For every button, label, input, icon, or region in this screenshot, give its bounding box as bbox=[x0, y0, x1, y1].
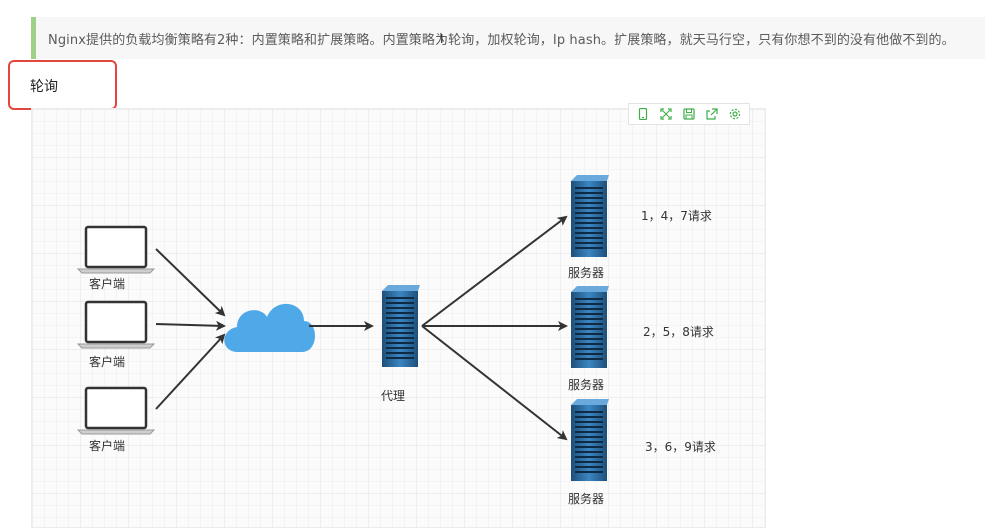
diagram-canvas bbox=[31, 108, 766, 528]
server-label-2: 服务器 bbox=[568, 378, 605, 392]
client-laptop-icon-1 bbox=[76, 225, 156, 274]
heading-highlight-box bbox=[8, 60, 117, 110]
server-icon-2 bbox=[571, 286, 609, 368]
client-laptop-icon-2 bbox=[76, 300, 156, 349]
arrow-client1-to-cloud bbox=[155, 248, 226, 317]
fullscreen-button[interactable] bbox=[658, 106, 674, 122]
strategy-quote-block: Nginx提供的负载均衡策略有2种：内置策略和扩展策略。内置策略为轮询，加权轮询… bbox=[31, 17, 985, 59]
export-button[interactable] bbox=[704, 106, 720, 122]
round-robin-diagram bbox=[32, 109, 765, 527]
client-label-2: 客户端 bbox=[89, 355, 126, 369]
client-label-1: 客户端 bbox=[89, 277, 126, 291]
server-icon-3 bbox=[571, 399, 609, 481]
server-requests-label-1: 1，4，7请求 bbox=[641, 209, 712, 223]
mobile-view-button[interactable] bbox=[635, 106, 651, 122]
client-label-3: 客户端 bbox=[89, 439, 126, 453]
server-requests-label-3: 3，6，9请求 bbox=[645, 440, 716, 454]
mobile-icon bbox=[639, 108, 648, 120]
server-label-3: 服务器 bbox=[568, 492, 605, 506]
save-button[interactable] bbox=[681, 106, 697, 122]
settings-icon bbox=[729, 108, 740, 120]
arrow-client2-to-cloud bbox=[155, 320, 226, 331]
proxy-server-icon bbox=[382, 285, 420, 367]
server-label-1: 服务器 bbox=[568, 266, 605, 280]
strategy-quote-text: Nginx提供的负载均衡策略有2种：内置策略和扩展策略。内置策略为轮询，加权轮询… bbox=[48, 33, 955, 48]
arrow-client3-to-cloud bbox=[155, 333, 226, 410]
text-cursor-icon: I bbox=[440, 32, 444, 46]
export-icon bbox=[706, 108, 718, 120]
arrow-proxy-to-server1 bbox=[421, 215, 568, 327]
proxy-label: 代理 bbox=[381, 389, 406, 403]
server-requests-label-2: 2，5，8请求 bbox=[643, 325, 714, 339]
client-laptop-icon-3 bbox=[76, 386, 156, 435]
section-heading: 轮询 bbox=[30, 79, 58, 95]
diagram-toolbar bbox=[628, 103, 750, 125]
arrow-proxy-to-server3 bbox=[421, 325, 568, 441]
fullscreen-icon bbox=[660, 108, 672, 120]
settings-button[interactable] bbox=[727, 106, 743, 122]
cloud-icon bbox=[224, 303, 316, 352]
save-icon bbox=[683, 108, 695, 120]
server-icon-1 bbox=[571, 175, 609, 257]
